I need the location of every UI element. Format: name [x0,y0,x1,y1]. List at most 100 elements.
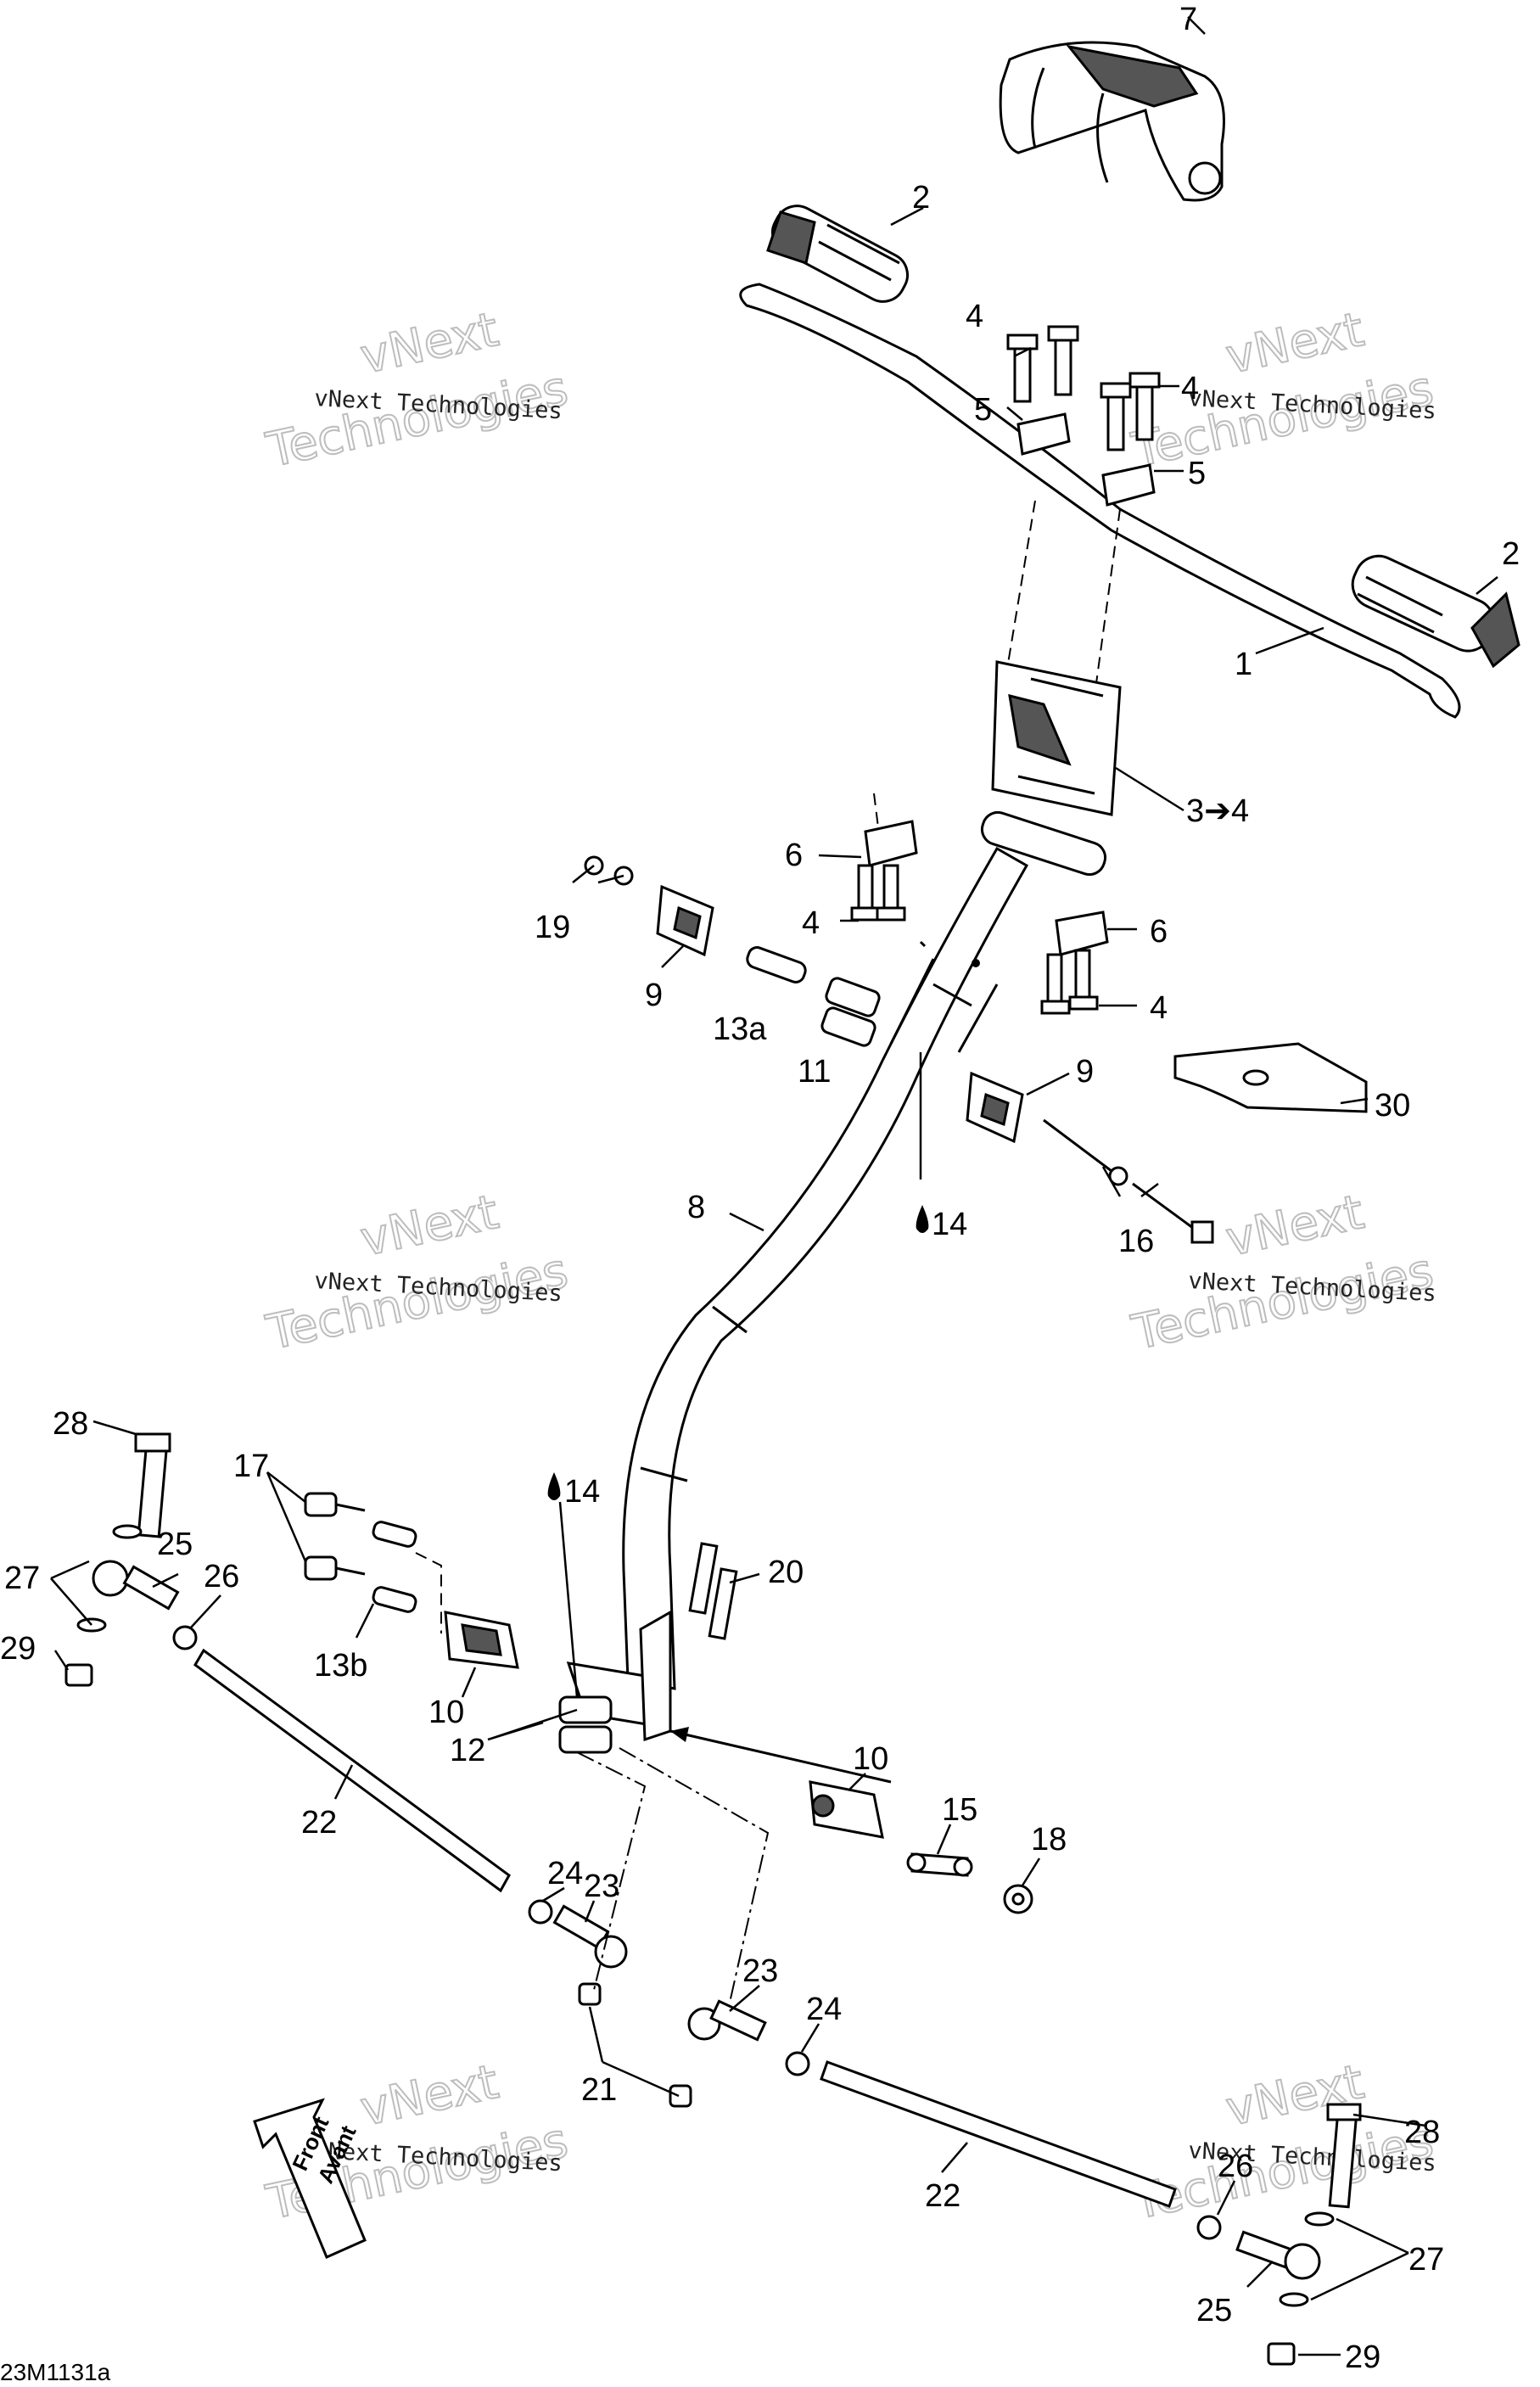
column-clamp-upper [850,820,918,922]
svg-text:vNext: vNext [356,1185,503,1268]
callout-25-left: 25 [157,1527,193,1562]
bolt-28-left [134,1432,171,1538]
watermark-top-right: vNext Technologies vNext Technologies [1126,301,1438,479]
callout-26-left: 26 [204,1559,239,1594]
lubricant-drop-icon [916,1205,929,1233]
watermark-mid-left: vNext Technologies vNext Technologies [260,1184,573,1362]
bolt-top-3 [1100,382,1132,451]
callout-14-upper: 14 [932,1207,967,1242]
callout-4-mid-left: 4 [802,905,820,941]
grease-point-top [972,959,980,967]
lubricant-drop-icon-lower [547,1472,561,1500]
tie-rod-end-23-right [687,1999,767,2042]
column-clamp-lower [1040,911,1109,1015]
nut-26-right [1196,2215,1222,2240]
watermark-mid-right: vNext Technologies vNext Technologies [1126,1184,1438,1362]
watermark-top-left: vNext Technologies vNext Technologies [260,301,573,479]
callout-25-right: 25 [1196,2293,1232,2328]
callout-2-right: 2 [1502,536,1520,572]
guide-line-upper [889,940,935,1045]
nut-24-right [785,2051,810,2076]
steering-column-bottom-bracket [558,1610,672,1754]
callout-7: 7 [1179,2,1197,37]
arrow-head [670,1727,689,1742]
plate-30 [1173,1042,1368,1113]
tie-rod-end-23-left [552,1904,628,1969]
callout-11: 11 [798,1054,831,1090]
bolt-top-2 [1047,325,1079,396]
callout-24-left: 24 [547,1856,583,1891]
centerline-left [576,1751,647,1991]
bolt-17-b [304,1555,366,1581]
tie-rod-end-left [92,1560,180,1611]
callout-18: 18 [1031,1822,1067,1857]
callout-13b: 13b [314,1648,367,1684]
bolt-28-right [1326,2103,1362,2209]
grip-left [766,205,910,303]
callout-3-arrow-4: 3➔4 [1186,793,1249,829]
nut-26-left [172,1625,198,1650]
callout-29-left: 29 [0,1631,36,1667]
leader-lines [50,16,1498,2356]
bolt-top-1 [1006,333,1039,403]
callout-19: 19 [535,910,570,945]
bolt-20 [688,1542,738,1640]
callout-6-lower: 6 [1150,914,1168,950]
callout-10-left: 10 [428,1695,464,1730]
callout-4-top-right: 4 [1181,371,1199,406]
sleeve-13a [746,946,807,983]
callout-17: 17 [233,1448,269,1484]
callout-23-left: 23 [584,1869,619,1904]
handlebar [739,283,1461,719]
grip-right [1351,554,1520,669]
nut-29-right [1267,2342,1296,2366]
tie-rod-22-left [193,1648,511,1893]
alignment-line-1 [1005,500,1036,680]
bushing-block-10-left [444,1611,519,1669]
nut-29-left [64,1663,93,1687]
callout-28-left: 28 [53,1406,88,1442]
link-15 [906,1852,973,1877]
callout-23-right: 23 [742,1953,778,1989]
callout-12: 12 [450,1733,485,1768]
alignment-line-4 [415,1552,442,1633]
clamp-top-right [1101,463,1156,507]
callout-9-upper: 9 [645,978,663,1013]
svg-text:vNext: vNext [356,302,503,385]
callout-30: 30 [1375,1088,1410,1123]
callout-2-left: 2 [912,180,930,216]
callout-13a: 13a [713,1011,767,1047]
bushing-block-9-lower [966,1071,1024,1144]
callout-20: 20 [768,1555,804,1590]
steering-column [622,810,1107,1690]
callout-15: 15 [942,1792,977,1828]
callout-21: 21 [581,2072,617,2108]
bushing-21-a [578,1982,602,2006]
centerline-right [619,1747,770,2003]
callout-28-right: 28 [1404,2115,1440,2150]
callout-5-right: 5 [1188,456,1206,491]
front-direction-arrow: Front Avant [253,2098,367,2259]
callout-24-right: 24 [806,1992,842,2027]
washer-27-right-top [1304,2211,1335,2227]
callout-4-mid-right: 4 [1150,990,1168,1026]
bushing-block-10-right [809,1780,884,1839]
sleeve-13b [372,1521,417,1613]
bushing-11 [820,977,881,1047]
callout-27-right: 27 [1408,2242,1444,2278]
bolt-17-a [304,1492,366,1517]
bolt-16 [1043,1118,1214,1244]
handlebar-riser [991,660,1122,816]
alignment-line-3 [873,793,879,828]
callout-1: 1 [1235,647,1252,682]
callout-4-top-left: 4 [966,299,983,334]
callout-22-left: 22 [301,1805,337,1841]
clamp-top-left [1016,412,1071,456]
arrow-to-column [669,1729,892,1784]
callout-6-upper: 6 [785,838,803,873]
bolt-top-4 [1128,372,1161,441]
handlebar-pad [999,41,1225,202]
callout-27-left: 27 [4,1561,40,1596]
svg-text:vNext: vNext [1221,1185,1369,1268]
